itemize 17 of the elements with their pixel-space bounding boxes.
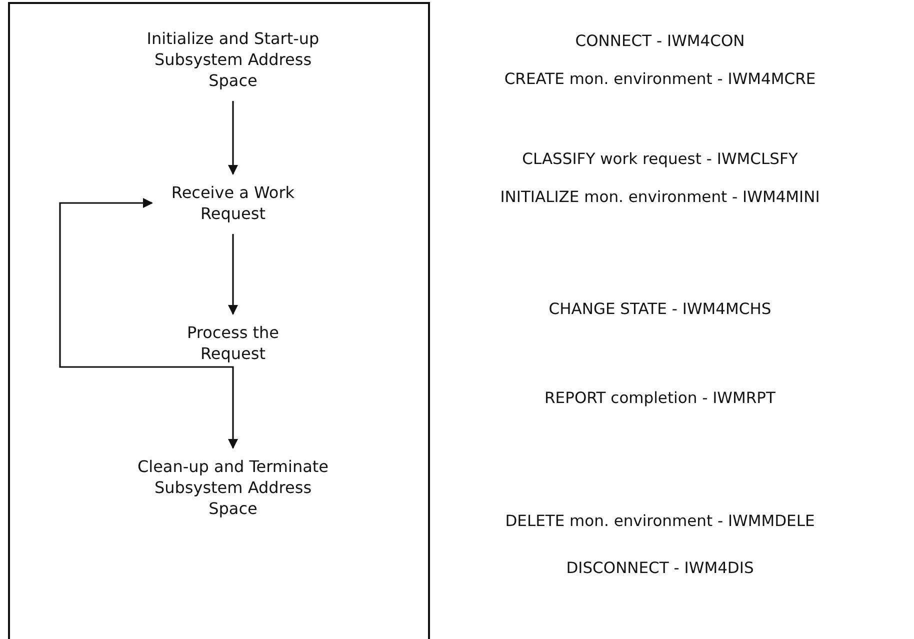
step-text: Receive a Work Request: [158, 182, 308, 224]
macro-note: DELETE mon. environment - IWMMDELE: [505, 512, 815, 530]
frame-box: [8, 2, 430, 639]
step-text: Clean-up and Terminate Subsystem Address Space: [136, 456, 330, 519]
step-text: Initialize and Start-up Subsystem Address Space: [136, 28, 330, 91]
arrow: [228, 101, 238, 175]
macro-note: DISCONNECT - IWM4DIS: [566, 559, 754, 577]
macro-note: INITIALIZE mon. environment - IWM4MINI: [500, 188, 820, 206]
macro-note: CREATE mon. environment - IWM4MCRE: [504, 70, 816, 88]
arrow: [228, 234, 238, 315]
macro-note: CLASSIFY work request - IWMCLSFY: [522, 150, 798, 168]
arrow: [228, 374, 238, 449]
macro-note: CHANGE STATE - IWM4MCHS: [548, 300, 772, 318]
macro-note: CONNECT - IWM4CON: [575, 32, 745, 50]
macro-note: REPORT completion - IWMRPT: [544, 389, 776, 407]
step-text: Process the Request: [178, 322, 288, 364]
arrow: [59, 198, 234, 374]
